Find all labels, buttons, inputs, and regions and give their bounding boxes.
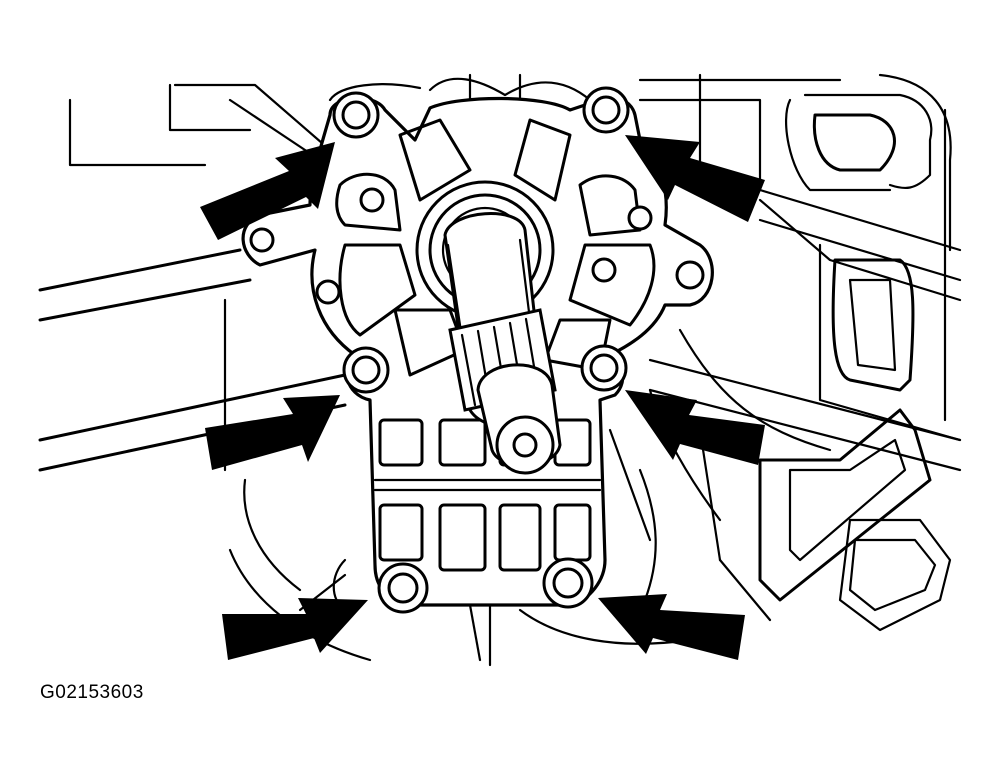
arrow-icon bbox=[625, 135, 765, 222]
arrow-icon bbox=[625, 390, 765, 465]
figure-id-label: G02153603 bbox=[40, 682, 144, 703]
arrow-icon bbox=[222, 598, 368, 660]
bolt-top-left bbox=[332, 91, 380, 139]
bolt-bottom-left bbox=[377, 562, 429, 614]
bolt-middle-right bbox=[580, 344, 628, 392]
arrow-icon bbox=[200, 142, 335, 240]
pointer-arrows bbox=[200, 135, 765, 660]
arrow-icon bbox=[598, 594, 745, 660]
arrow-icon bbox=[205, 395, 340, 470]
output-shaft-assembly bbox=[415, 180, 562, 475]
bolts bbox=[332, 86, 630, 614]
bolt-bottom-right bbox=[542, 557, 594, 609]
bolt-middle-left bbox=[342, 346, 390, 394]
bolt-top-right bbox=[582, 86, 630, 134]
